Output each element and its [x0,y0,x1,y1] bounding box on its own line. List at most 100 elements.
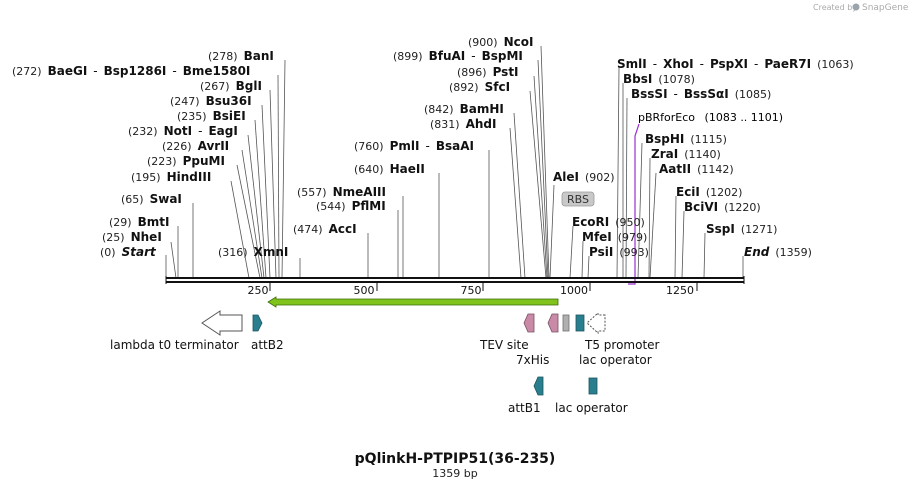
his-tag-arrow [547,313,559,333]
site-sfci[interactable]: (892)SfcI [449,80,510,94]
site-swai[interactable]: (65)SwaI [121,192,182,206]
leader-noti [247,134,265,279]
enzyme-name: AccI [329,222,357,236]
lac-operator-top-label: lac operator [579,353,652,367]
leader-aatii [649,172,657,279]
t5-promoter-label: T5 promoter [584,338,660,352]
feature-rbs[interactable] [562,314,570,332]
enzyme-name: Bme1580I [183,64,251,78]
separator: - [754,57,758,71]
site-position: (1140) [684,148,721,161]
site-mfei[interactable]: MfeI(979) [582,230,647,244]
site-aatii[interactable]: AatII(1142) [659,162,734,176]
site-nhei[interactable]: (25)NheI [102,230,162,244]
rbs-badge[interactable]: RBS [561,191,595,207]
feature-t5-promoter[interactable]: T5 promoter [584,311,660,352]
site-psti[interactable]: (896) PstI [457,65,519,79]
site-baegi[interactable]: (272)BaeGI-Bsp1286I-Bme1580I [12,64,250,78]
feature-his-tag[interactable]: 7xHis [516,313,559,367]
site-position: (760) [354,140,384,153]
primer-leader [628,123,640,285]
site-noti[interactable]: (232)NotI-EagI [128,124,238,138]
site-smli[interactable]: SmlI-XhoI-PspXI-PaeR7I(1063) [617,57,854,71]
site-ahdi[interactable]: (831)AhdI [430,117,496,131]
primer-label: pBRforEco (1083 .. 1101) [638,111,783,124]
leader-smli [616,67,620,279]
enzyme-name: EciI [676,185,700,199]
site-psii[interactable]: PsiI(993) [589,245,649,259]
site-ecori[interactable]: EcoRI(950) [572,215,645,229]
feature-lac-operator-top[interactable]: lac operator [575,314,652,367]
primer-pbrforeco[interactable]: pBRforEco (1083 .. 1101) [628,111,783,285]
site-bsu36i[interactable]: (247)Bsu36I [170,94,252,108]
site-haeii[interactable]: (640)HaeII [354,162,425,176]
site-position: (842) [424,103,454,116]
leader-bsiei [254,119,267,279]
enzyme-name: BbsI [623,72,652,86]
leader-ecori [569,225,574,279]
site-acci[interactable]: (474)AccI [293,222,357,236]
site-bani[interactable]: (278)BanI [208,49,274,63]
leader-bani [281,59,286,279]
site-leader-lines [165,45,744,279]
site-bfuai[interactable]: (899)BfuAI-BspMI [393,49,523,63]
separator: - [198,124,202,138]
rbs-box [562,314,570,332]
site-bbsi[interactable]: BbsI(1078) [623,72,695,86]
separator: - [172,64,176,78]
site-bsiei[interactable]: (235)BsiEI [177,109,246,123]
separator: - [425,139,429,153]
site-alei[interactable]: AleI(902) [553,170,615,184]
site-pflmi[interactable]: (544)PflMI [316,199,386,213]
site-zrai[interactable]: ZraI(1140) [651,147,721,161]
plasmid-length: 1359 bp [432,467,477,480]
enzyme-name: BaeGI [48,64,88,78]
sequence-end-label: Start [122,245,157,259]
site-ppumi[interactable]: (223)PpuMI [147,154,225,168]
site-xmni[interactable]: (316)XmnI [218,245,288,259]
enzyme-name: NheI [131,230,162,244]
enzyme-name: AleI [553,170,579,184]
credit-created-by: Created by [813,3,857,12]
site-bmti[interactable]: (29)BmtI [109,215,169,229]
tev-site-label: TEV site [479,338,529,352]
site-bamhi[interactable]: (842)BamHI [424,102,504,116]
feature-attb2[interactable]: attB2 [251,314,284,352]
feature-tev-site[interactable]: TEV site [479,313,535,352]
site-position: (950) [615,216,645,229]
site-ecii[interactable]: EciI(1202) [676,185,742,199]
site-ncoi[interactable]: (900)NcoI [468,35,533,49]
orf-arrow[interactable] [267,296,559,308]
site-avrii[interactable]: (226)AvrII [162,139,229,153]
site-pmli[interactable]: (760)PmlI-BsaAI [354,139,474,153]
site-hindiii[interactable]: (195)HindIII [131,170,211,184]
site-position: (831) [430,118,460,131]
site-nmeaiii[interactable]: (557)NmeAIII [297,185,386,199]
tick-label-1000: 1000 [560,284,588,297]
feature-attb1[interactable]: attB1 [508,376,544,415]
site-position: (899) [393,50,423,63]
site-bsssi[interactable]: BssSI-BssSαI(1085) [631,87,771,101]
site-start[interactable]: (0) Start [100,245,157,259]
enzyme-name: PstI [493,65,519,79]
site-position: (235) [177,110,207,123]
site-position: (0) [100,246,116,259]
site-position: (896) [457,66,487,79]
site-bgli[interactable]: (267)BglI [200,79,262,93]
enzyme-name: EagI [208,124,237,138]
tick-label-750: 750 [461,284,482,297]
leader-ncoi [540,45,550,279]
credit-brand: SnapGene [862,3,909,13]
snapgene-credit: Created by SnapGene [813,3,909,13]
enzyme-name: HindIII [167,170,212,184]
lambda-t0-terminator-label: lambda t0 terminator [110,338,239,352]
t5-promoter-arrow [586,311,606,335]
separator: - [674,87,678,101]
feature-lambda-t0-terminator[interactable]: lambda t0 terminator [110,310,243,352]
site-bsphi[interactable]: BspHI(1115) [645,132,727,146]
orf-arrow-shape [267,296,559,308]
site-end[interactable]: End(1359) [744,245,812,259]
feature-lac-operator-bottom[interactable]: lac operator [555,377,628,415]
site-bcivi[interactable]: BciVI(1220) [684,200,761,214]
site-sspi[interactable]: SspI(1271) [706,222,777,236]
